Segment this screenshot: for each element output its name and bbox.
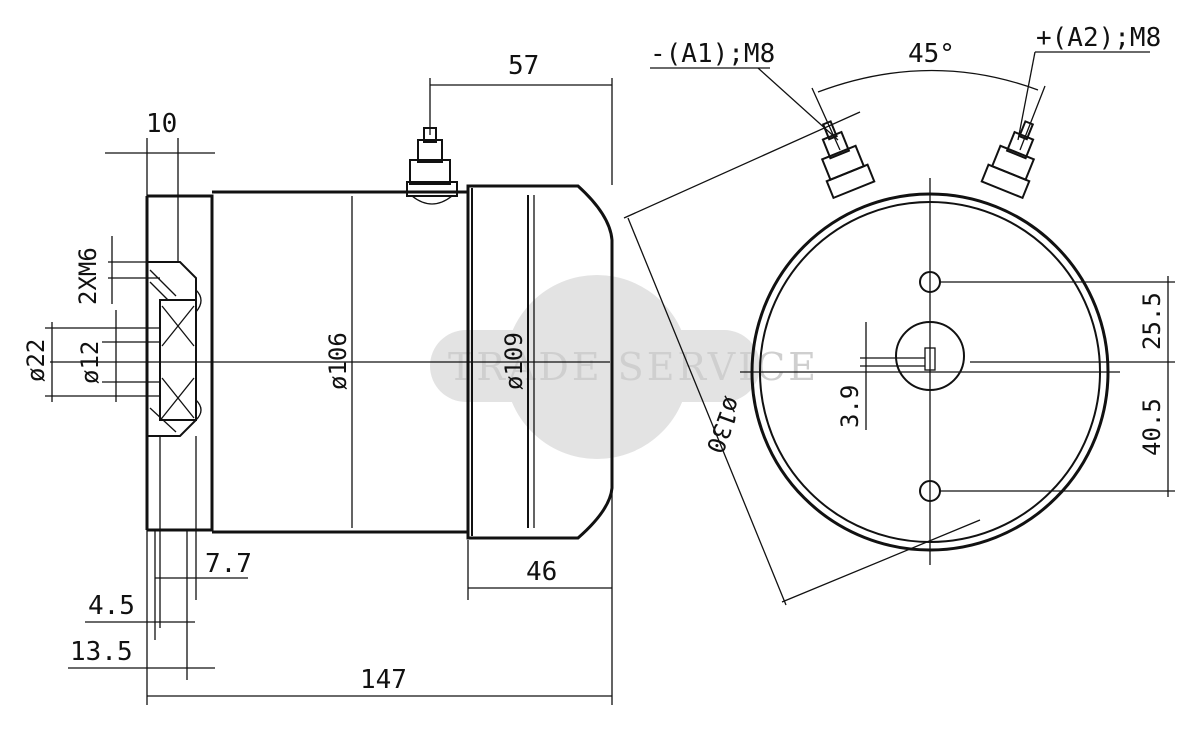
- dim-57: 57: [508, 51, 539, 81]
- terminal-negative-label: -(A1);M8: [650, 39, 775, 69]
- flange-outline: [145, 194, 214, 532]
- terminal-negative: [820, 120, 876, 200]
- dim-3-9: 3.9: [836, 385, 864, 428]
- watermark-text: TRADE SERVICE: [448, 345, 819, 389]
- dim-dia-22: ø22: [22, 339, 50, 382]
- dim-46: 46: [526, 557, 557, 587]
- dim-13-5: 13.5: [70, 637, 133, 667]
- end-shaft: [895, 321, 965, 391]
- side-view: 57 10 2XM6 ø22 ø12 ø106 ø109 7.7: [22, 51, 614, 705]
- end-cap: [466, 184, 614, 540]
- dim-dia-12: ø12: [76, 341, 104, 384]
- terminal-positive: [980, 120, 1036, 200]
- dim-7-7: 7.7: [205, 549, 252, 579]
- shaft-section: [148, 261, 202, 437]
- terminal-angle-label: 45°: [908, 39, 955, 69]
- dim-2xm6: 2XM6: [74, 247, 102, 305]
- dim-10: 10: [146, 109, 177, 139]
- dim-147: 147: [360, 665, 407, 695]
- terminal-positive-label: +(A2);M8: [1036, 23, 1161, 53]
- dim-25-5: 25.5: [1138, 292, 1166, 350]
- dim-dia-109: ø109: [500, 332, 528, 390]
- dim-4-5: 4.5: [88, 591, 135, 621]
- dim-dia-106: ø106: [324, 332, 352, 390]
- dim-40-5: 40.5: [1138, 398, 1166, 456]
- end-view: -(A1);M8 +(A2);M8 45° 25.5 40.5 3.9 ø130: [623, 23, 1175, 606]
- watermark: TRADE SERVICE: [430, 275, 819, 459]
- top-terminal: [406, 127, 458, 205]
- watermark-band: [430, 330, 760, 402]
- dim-dia-130: ø130: [701, 393, 747, 457]
